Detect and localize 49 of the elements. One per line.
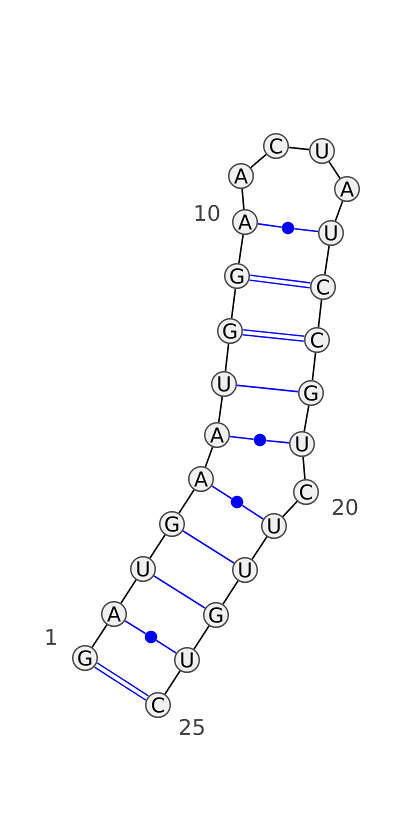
backbone-line xyxy=(230,288,236,318)
backbone-line xyxy=(334,200,344,222)
backbone-line xyxy=(324,246,330,274)
backbone-line xyxy=(120,580,137,604)
base-pair-line xyxy=(242,504,264,520)
base-pair-line xyxy=(236,384,298,392)
base-pair-line xyxy=(94,666,146,701)
base-pair-line xyxy=(96,662,149,696)
backbone-line xyxy=(241,188,245,210)
base-pair-line xyxy=(230,436,254,440)
position-number: 20 xyxy=(332,498,358,516)
base-pair-line xyxy=(266,440,290,444)
pair-dot xyxy=(254,434,266,446)
base-pair-line xyxy=(124,620,146,634)
backbone-line xyxy=(91,624,108,648)
pair-dot xyxy=(144,630,158,644)
position-number: 25 xyxy=(180,718,204,736)
backbone-line xyxy=(238,234,244,264)
base-pair-line xyxy=(243,329,304,337)
backbone-line xyxy=(164,670,181,695)
backbone-line xyxy=(251,536,268,560)
backbone-line xyxy=(204,446,214,468)
backbone-line xyxy=(218,396,224,422)
base-pair-line xyxy=(154,575,206,609)
base-pair-line xyxy=(182,530,234,564)
base-pair-line xyxy=(294,228,318,232)
base-pair-line xyxy=(242,334,304,342)
backbone-line xyxy=(312,352,316,380)
pair-dot xyxy=(282,222,294,234)
backbone-line xyxy=(318,300,322,328)
backbone-line xyxy=(328,161,341,179)
backbone-line xyxy=(302,456,306,480)
base-pair-line xyxy=(212,485,232,500)
backbone-line xyxy=(193,626,210,650)
base-pair-line xyxy=(250,274,311,284)
base-pair-line xyxy=(258,223,282,228)
base-pair-line xyxy=(249,279,310,289)
base-pair-line xyxy=(156,640,176,654)
backbone-line xyxy=(149,534,166,559)
position-number: 10 xyxy=(196,204,220,222)
backbone-line xyxy=(224,344,230,372)
backbone-line xyxy=(222,580,239,605)
backbone-line xyxy=(288,146,310,150)
backbone-line xyxy=(178,490,195,514)
backbone-line xyxy=(303,406,310,432)
backbone-line xyxy=(282,500,298,518)
backbone-line xyxy=(250,154,267,168)
pair-dot xyxy=(230,496,244,508)
position-number: 1 xyxy=(46,629,56,645)
